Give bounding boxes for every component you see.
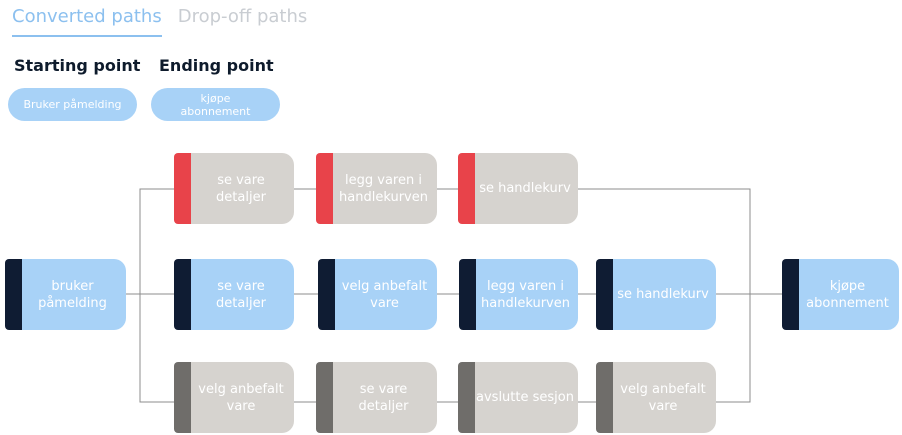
node-marker bbox=[459, 259, 476, 330]
node-marker bbox=[782, 259, 799, 330]
starting-point-label: Starting point bbox=[14, 56, 141, 75]
node-marker bbox=[174, 153, 191, 224]
node-marker bbox=[174, 259, 191, 330]
bot-step-4[interactable]: velg anbefalt vare bbox=[596, 362, 716, 433]
node-marker bbox=[174, 362, 191, 433]
node-label: se vare detaljer bbox=[358, 381, 409, 414]
node-label: kjøpe abonnement bbox=[806, 278, 889, 311]
ending-point-label: Ending point bbox=[159, 56, 274, 75]
node-label: se handlekurv bbox=[617, 287, 709, 302]
node-label: velg anbefalt vare bbox=[620, 381, 706, 414]
mid-step-1[interactable]: se vare detaljer bbox=[174, 259, 294, 330]
ending-point-pill[interactable]: kjøpe abonnement bbox=[151, 88, 280, 121]
starting-point-pill[interactable]: Bruker påmelding bbox=[8, 88, 137, 121]
node-label: legg varen i handlekurven bbox=[481, 278, 570, 311]
node-marker bbox=[596, 259, 613, 330]
node-label: se handlekurv bbox=[479, 181, 571, 196]
node-marker bbox=[596, 362, 613, 433]
node-label: velg anbefalt vare bbox=[341, 278, 428, 311]
flow-end-node[interactable]: kjøpe abonnement bbox=[782, 259, 899, 330]
bot-step-3[interactable]: avslutte sesjon bbox=[458, 362, 578, 433]
node-marker bbox=[316, 362, 333, 433]
connector-start-bot bbox=[139, 294, 174, 403]
mid-step-2[interactable]: velg anbefalt vare bbox=[318, 259, 437, 330]
node-marker bbox=[458, 153, 475, 224]
node-label: velg anbefalt vare bbox=[198, 381, 284, 414]
mid-step-3[interactable]: legg varen i handlekurven bbox=[459, 259, 578, 330]
bot-step-1[interactable]: velg anbefalt vare bbox=[174, 362, 294, 433]
tab-drop-off-paths[interactable]: Drop-off paths bbox=[177, 6, 308, 27]
node-label: avslutte sesjon bbox=[476, 390, 574, 405]
top-step-2[interactable]: legg varen i handlekurven bbox=[316, 153, 437, 224]
tab-converted-paths[interactable]: Converted paths bbox=[12, 6, 162, 37]
node-marker bbox=[5, 259, 22, 330]
top-step-3[interactable]: se handlekurv bbox=[458, 153, 578, 224]
bot-step-2[interactable]: se vare detaljer bbox=[316, 362, 437, 433]
connector-start-top bbox=[139, 188, 174, 294]
path-tabs: Converted paths Drop-off paths bbox=[12, 6, 307, 37]
node-label: se vare detaljer bbox=[216, 278, 266, 311]
node-label: bruker påmelding bbox=[38, 278, 107, 311]
node-marker bbox=[316, 153, 333, 224]
node-label: se vare detaljer bbox=[216, 172, 266, 205]
node-marker bbox=[458, 362, 475, 433]
connector-bot-end bbox=[716, 294, 751, 403]
flow-start-node[interactable]: bruker påmelding bbox=[5, 259, 126, 330]
node-label: legg varen i handlekurven bbox=[339, 172, 428, 205]
mid-step-4[interactable]: se handlekurv bbox=[596, 259, 716, 330]
top-step-1[interactable]: se vare detaljer bbox=[174, 153, 294, 224]
node-marker bbox=[318, 259, 335, 330]
connector-top-end bbox=[578, 188, 751, 294]
